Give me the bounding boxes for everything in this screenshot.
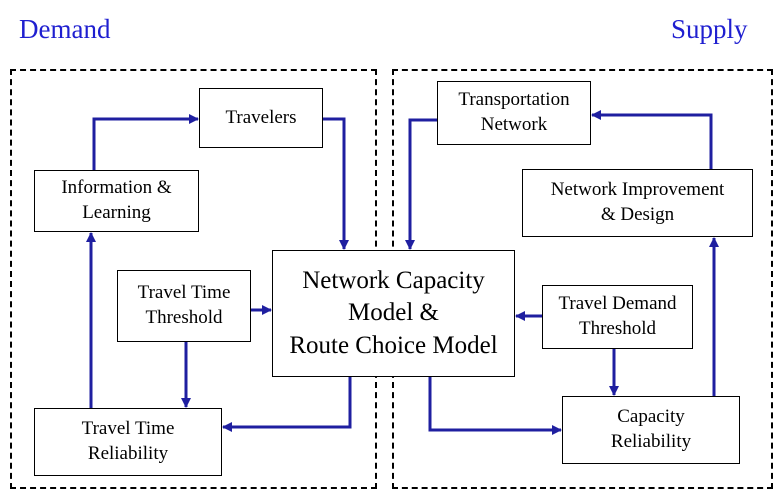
travel-time-reliability-box: Travel Time Reliability <box>34 408 222 476</box>
network-improvement-design-box: Network Improvement & Design <box>522 169 753 237</box>
arrow-travelers-to-model <box>323 117 349 250</box>
arrow-model-to-capacity <box>428 377 562 435</box>
supply-heading: Supply <box>671 14 748 44</box>
information-learning-box: Information & Learning <box>34 170 199 232</box>
capacity-reliability-box: Capacity Reliability <box>562 396 740 464</box>
arrow-network-to-model <box>405 118 437 250</box>
arrow-improvement-to-network <box>591 110 713 169</box>
demand-heading: Demand <box>19 14 111 44</box>
arrow-model-to-reliability <box>222 377 352 432</box>
network-capacity-route-choice-model-box: Network Capacity Model & Route Choice Mo… <box>272 250 515 377</box>
transportation-network-box: Transportation Network <box>437 81 591 145</box>
arrow-info-to-travelers <box>92 114 199 170</box>
travel-demand-threshold-box: Travel Demand Threshold <box>542 285 693 349</box>
travel-time-threshold-box: Travel Time Threshold <box>117 270 251 342</box>
travelers-box: Travelers <box>199 88 323 148</box>
